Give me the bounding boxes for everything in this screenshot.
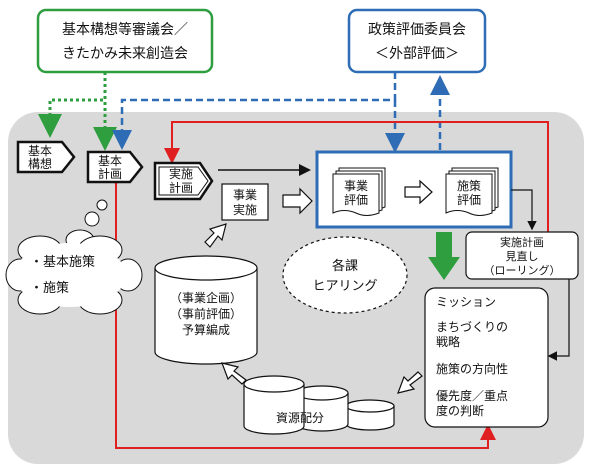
minaoshi-line1: 実施計画 — [500, 235, 544, 249]
shigen-haibun-cylinders — [243, 375, 395, 435]
mission-item2: 施策の方向性 — [436, 361, 508, 376]
jigyo-jisshi-line2: 実施 — [233, 202, 257, 217]
tag-jisshi-keikaku-inner — [158, 166, 209, 196]
tag-kihon-keikaku — [86, 150, 144, 184]
red-loop-top — [164, 121, 549, 232]
policy-committee-line1: 政策評価委員会 — [368, 21, 466, 38]
cloud-item1: ・基本施策 — [30, 254, 95, 270]
jigyo-jisshi-box — [221, 183, 269, 221]
jigyo-hyoka-line1: 事業 — [344, 179, 368, 193]
tag-jisshi-keikaku-line1: 実施 — [169, 166, 193, 181]
minaoshi-line2: 見直し — [506, 249, 539, 263]
red-loop-bottom — [108, 170, 496, 449]
mission-item1-line2: 戦略 — [436, 334, 460, 349]
arrow-minaoshi-to-mission — [547, 279, 570, 361]
tag-kihon-keikaku-line1: 基本 — [98, 154, 122, 168]
tag-jisshi-keikaku-line2: 計画 — [169, 180, 193, 195]
mission-item3-line2: 度の判断 — [436, 403, 484, 418]
policy-committee-line2: ＜外部評価＞ — [375, 46, 459, 62]
tag-kihon-koso-line1: 基本 — [28, 144, 52, 158]
mission-item3-line1: 優先度／重点 — [436, 388, 508, 403]
shisaku-hyoka-line1: 施策 — [457, 179, 481, 193]
minaoshi-box — [465, 231, 579, 280]
council-line2: きたかみ未来創造会 — [62, 46, 188, 62]
mission-item1-line1: まちづくりの — [436, 320, 508, 334]
kakuka-hearing-circle — [282, 236, 408, 314]
policy-committee-box — [347, 8, 487, 74]
hollow-arrow-haibun-to-yosan — [221, 362, 247, 385]
blue-dashed-arrow-to-keikaku — [112, 72, 397, 150]
hollow-arrow-jisshi-to-hyoka — [282, 187, 313, 215]
shisaku-hyoka-doc — [445, 167, 499, 216]
hollow-arrow-evaluations — [404, 179, 433, 205]
mission-title: ミッション — [436, 295, 496, 309]
arrow-eval-to-minaoshi — [511, 189, 537, 231]
kakuka-line2: ヒアリング — [312, 279, 377, 294]
minaoshi-line3: （ローリング） — [484, 263, 561, 277]
cloud-shape — [5, 199, 143, 315]
jigyo-hyoka-doc — [332, 167, 386, 216]
cloud-item2: ・施策 — [30, 280, 69, 296]
council-box — [36, 8, 214, 74]
yosan-cylinder — [154, 255, 258, 365]
tag-kihon-keikaku-line2: 計画 — [98, 166, 122, 181]
mission-box — [424, 287, 549, 428]
hollow-arrow-yosan-to-jisshi — [204, 223, 227, 248]
yosan-line2: （事前評価） — [170, 306, 242, 321]
shisaku-hyoka-line2: 評価 — [457, 192, 481, 207]
jigyo-jisshi-line1: 事業 — [233, 188, 257, 202]
yosan-line1: （事業企画） — [170, 290, 242, 305]
green-block-arrow — [428, 232, 460, 280]
hollow-arrow-mission-to-haibun — [397, 371, 423, 394]
tag-kihon-koso — [16, 140, 76, 174]
tag-jisshi-keikaku — [153, 161, 214, 201]
kakuka-line1: 各課 — [332, 258, 358, 274]
shigen-haibun-label: 資源配分 — [276, 411, 324, 425]
jigyo-hyoka-line2: 評価 — [344, 192, 368, 207]
council-line1: 基本構想等審議会／ — [62, 21, 188, 38]
yosan-line3: 予算編成 — [182, 322, 230, 337]
tag-kihon-koso-line2: 構想 — [28, 156, 52, 171]
